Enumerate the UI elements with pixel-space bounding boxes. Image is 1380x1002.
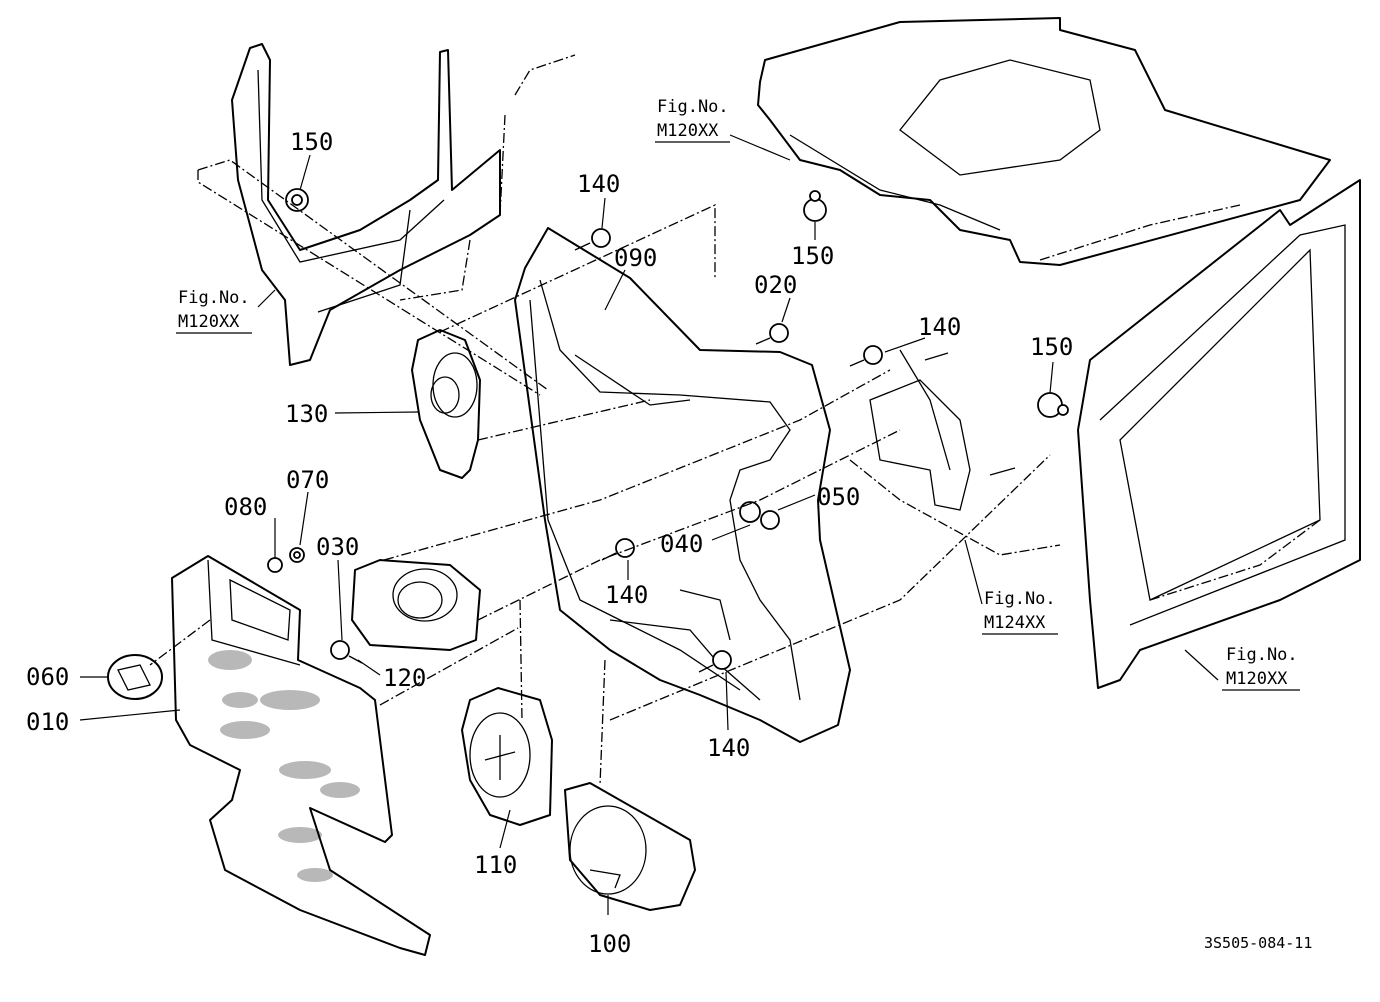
label-140-b: 140 <box>918 313 961 341</box>
lamp-cover-110 <box>461 687 553 826</box>
cab-left-frame <box>231 43 576 366</box>
label-150-a: 150 <box>290 128 333 156</box>
lamp-cover-100 <box>564 782 696 911</box>
fig-ref-code: M120XX <box>1226 669 1288 689</box>
label-050: 050 <box>817 483 860 511</box>
fig-ref-code: M124XX <box>984 613 1046 633</box>
fig-ref-top-center: Fig.No. M120XX <box>655 97 730 143</box>
label-010: 010 <box>26 708 69 736</box>
label-030: 030 <box>316 533 359 561</box>
label-110: 110 <box>474 851 517 879</box>
lamp-housing-130 <box>411 329 481 479</box>
emblem-060 <box>107 654 163 700</box>
label-120: 120 <box>383 664 426 692</box>
fig-ref-label: Fig.No. <box>1226 645 1298 665</box>
label-100: 100 <box>588 930 631 958</box>
fig-ref-code: M120XX <box>178 312 240 332</box>
alignment-lines <box>149 159 1051 786</box>
cab-right-panel <box>1077 179 1361 689</box>
drawing-code: 3S505-084-11 <box>1204 934 1312 952</box>
cab-roof <box>757 17 1331 266</box>
grille-frame <box>514 227 851 743</box>
fig-ref-label: Fig.No. <box>984 589 1056 609</box>
label-140-d: 140 <box>707 734 750 762</box>
label-140-a: 140 <box>577 170 620 198</box>
label-020: 020 <box>754 271 797 299</box>
leader-lines <box>79 134 1219 915</box>
fig-ref-label: Fig.No. <box>178 288 250 308</box>
side-bracket <box>849 349 1061 556</box>
label-060: 060 <box>26 663 69 691</box>
fig-ref-code: M120XX <box>657 121 719 141</box>
label-140-c: 140 <box>605 581 648 609</box>
fig-ref-label: Fig.No. <box>657 97 729 117</box>
fig-ref-center-right: Fig.No. M124XX <box>982 589 1058 635</box>
label-080: 080 <box>224 493 267 521</box>
label-090: 090 <box>614 244 657 272</box>
label-130: 130 <box>285 400 328 428</box>
label-150-b: 150 <box>791 242 834 270</box>
front-grille-panel <box>171 555 431 956</box>
headlamp-120 <box>351 559 481 651</box>
fig-ref-left: Fig.No. M120XX <box>176 288 252 334</box>
fig-ref-right: Fig.No. M120XX <box>1222 645 1300 691</box>
label-150-c: 150 <box>1030 333 1073 361</box>
label-070: 070 <box>286 466 329 494</box>
fasteners <box>267 188 1069 673</box>
label-040: 040 <box>660 530 703 558</box>
